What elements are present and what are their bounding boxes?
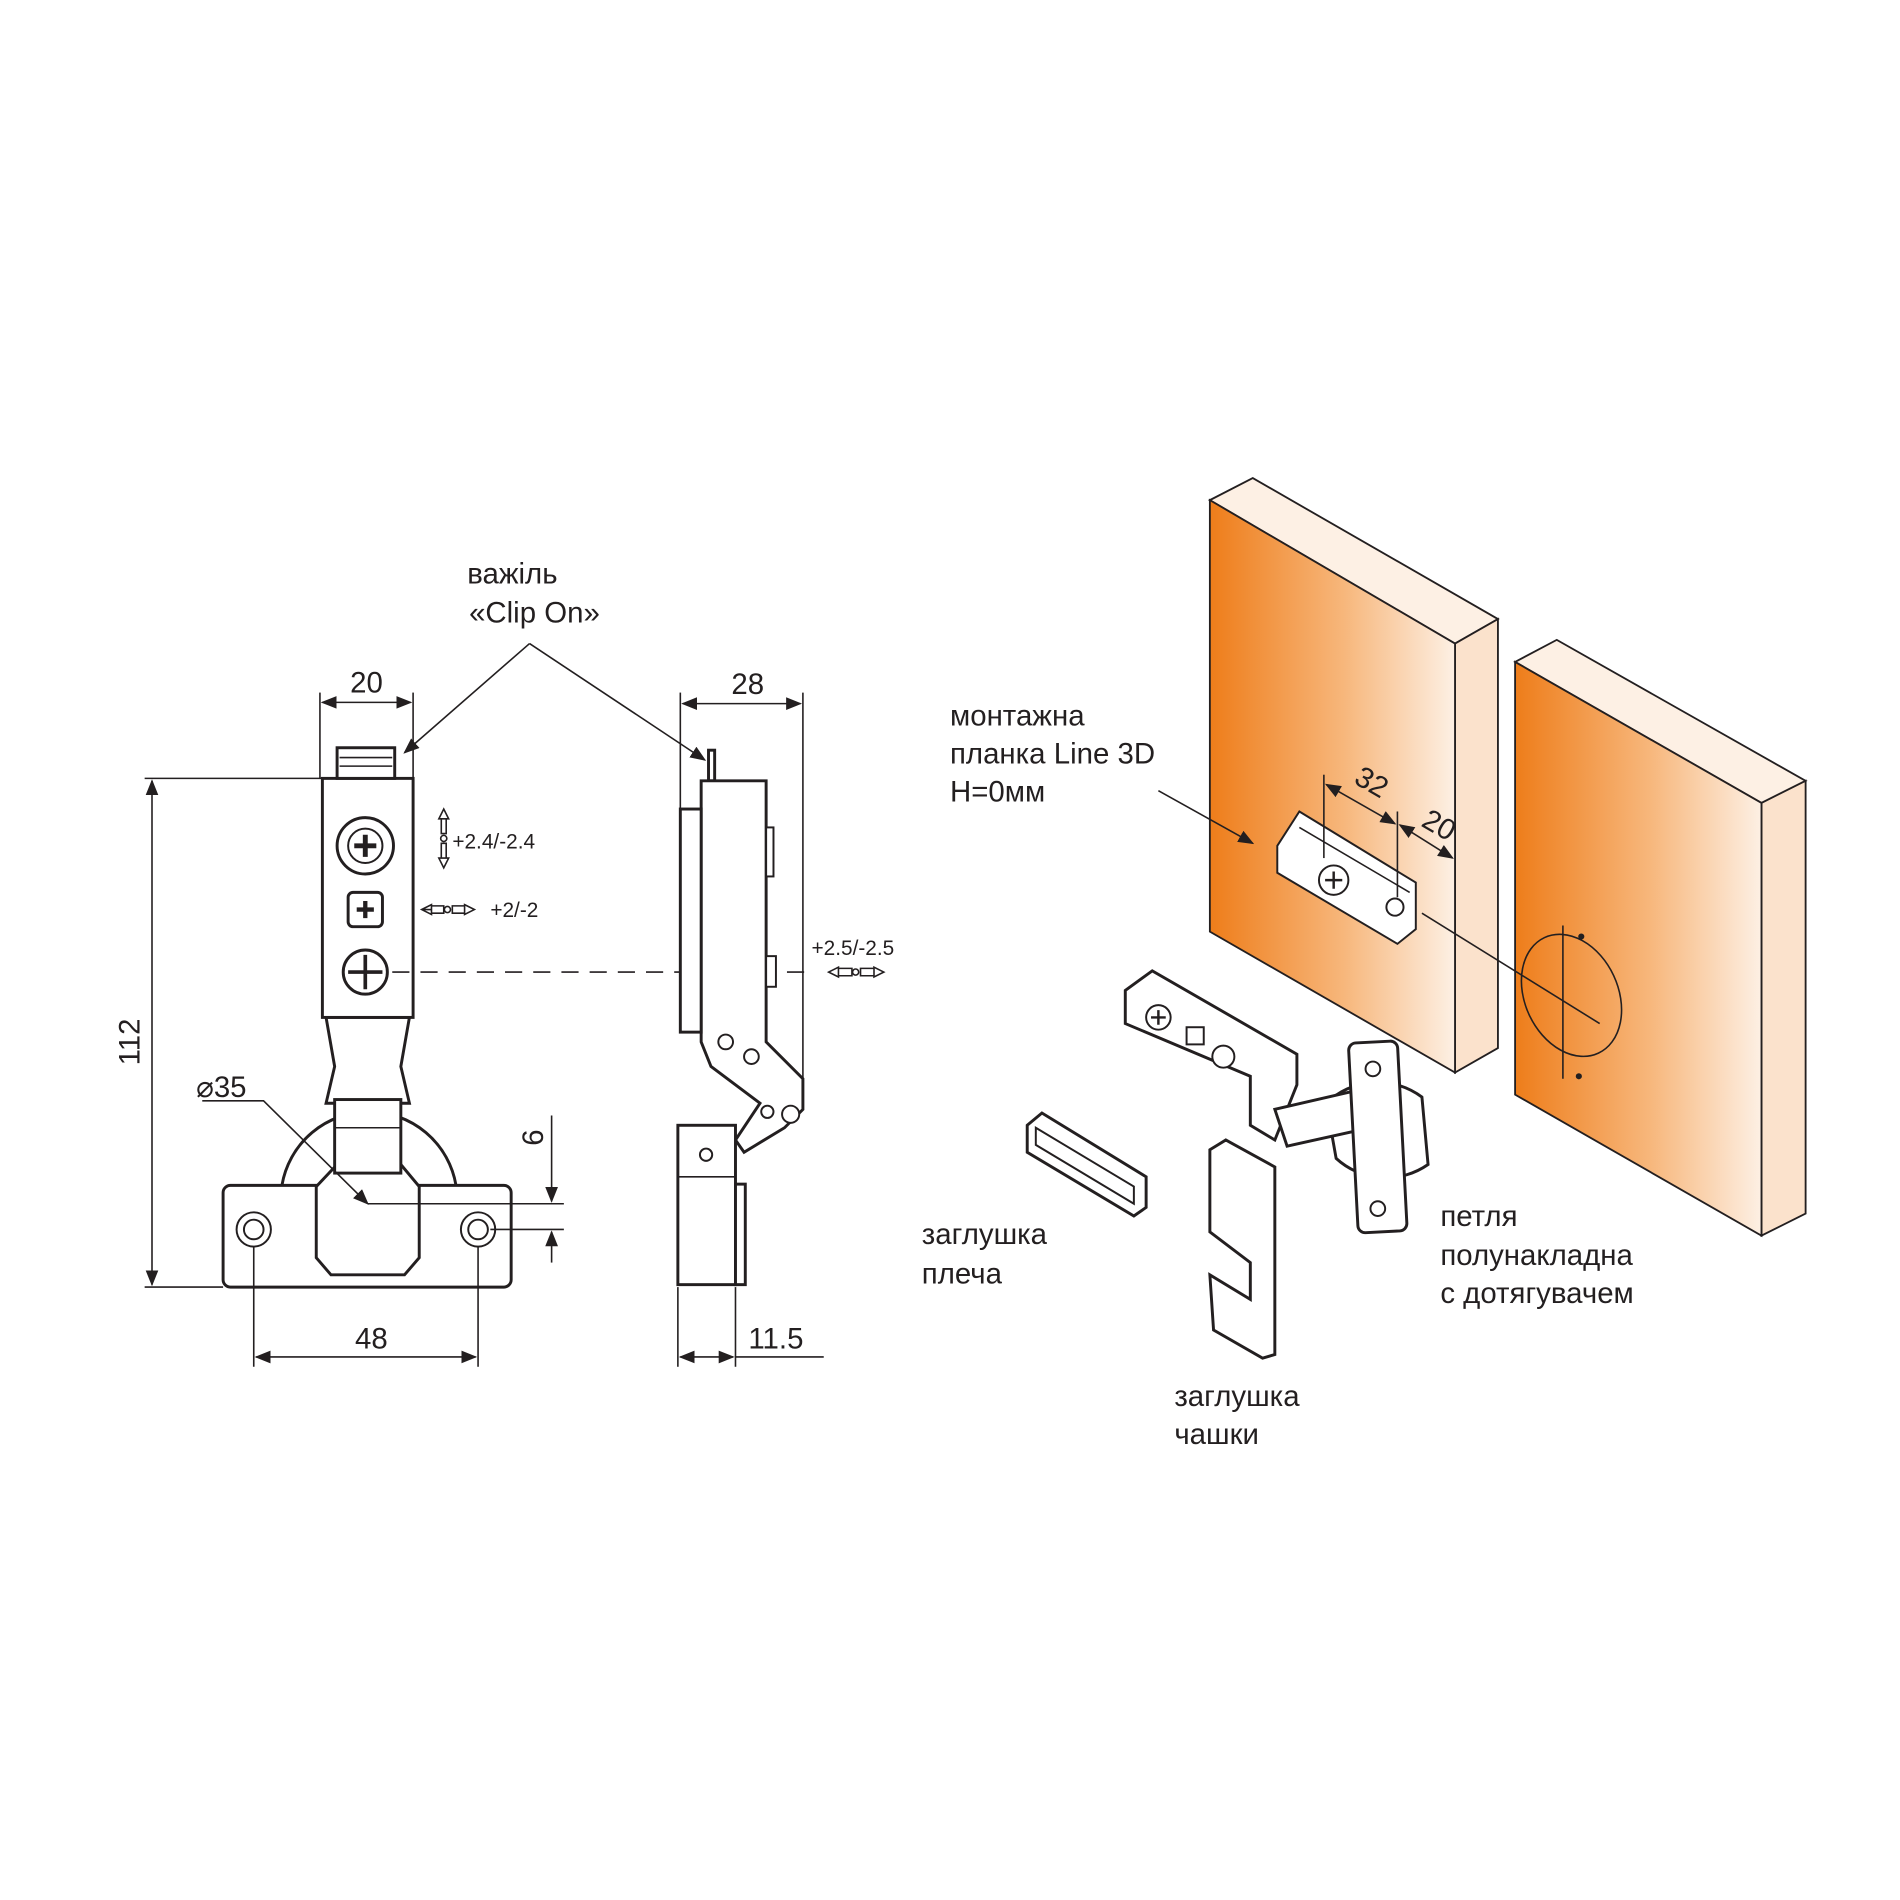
- dim-cup-depth-label: 11.5: [748, 1322, 803, 1355]
- cup-bore-hole: [1520, 933, 1623, 1058]
- dim-width-label: 20: [350, 667, 383, 700]
- vertical-adjust-arrow-icon: [437, 807, 450, 870]
- hinge-neck: [324, 1015, 412, 1105]
- hinge-3d: [1123, 969, 1430, 1235]
- side-view: 28 11.5 +2.5/-2.5: [676, 668, 894, 1367]
- assembly-view: 32 20 монтажна планка Line 3D H=0мм загл…: [922, 477, 1808, 1451]
- hinge-knuckle: [333, 1098, 403, 1175]
- hinge-label-line3: с дотягувачем: [1440, 1277, 1633, 1310]
- shoulder-cap-label-line2: плеча: [922, 1257, 1003, 1290]
- front-view: 20 112 48 ⌀35 6 важіль «Clip On» +2.4/-2…: [114, 557, 810, 1367]
- plate-label-line3: H=0мм: [950, 776, 1045, 809]
- cup-body: [314, 1163, 421, 1277]
- horizontal-adjust-arrow-icon: [419, 903, 477, 916]
- plate-label-line2: планка Line 3D: [950, 738, 1155, 771]
- depth-adjust-arrow-icon: [826, 965, 886, 979]
- cup-cap-label-line1: заглушка: [1174, 1380, 1300, 1413]
- shoulder-cap-label-line1: заглушка: [922, 1218, 1048, 1251]
- dim-height-label: 112: [114, 1018, 147, 1065]
- dim-hole-spacing-label: 48: [355, 1322, 388, 1355]
- dim-cup-diameter-label: ⌀35: [196, 1071, 246, 1104]
- adj-height-label: +2.4/-2.4: [452, 830, 535, 853]
- hinge-label-line1: петля: [1440, 1200, 1517, 1233]
- dim-depth-label: 28: [731, 668, 764, 701]
- clip-on-lever: [335, 746, 397, 780]
- mounting-plate: [1276, 810, 1417, 946]
- plate-label-line1: монтажна: [950, 700, 1085, 733]
- door-panel: [1421, 638, 1808, 1238]
- hinge-label-line2: полунакладна: [1440, 1239, 1633, 1272]
- cup-cap-label-line2: чашки: [1174, 1418, 1259, 1451]
- adj-depth-label: +2.5/-2.5: [811, 937, 894, 960]
- adj-side-label: +2/-2: [490, 899, 538, 922]
- cabinet-side-panel: [1207, 477, 1500, 1075]
- lever-label-line2: «Clip On»: [469, 597, 600, 630]
- lever-label-line1: важіль: [467, 557, 557, 590]
- dim-offset-label: 6: [517, 1129, 550, 1145]
- shoulder-cap: [1025, 1111, 1148, 1218]
- hinge-arm-side: [699, 779, 805, 1155]
- cup-cap: [1208, 1138, 1277, 1360]
- mounting-plate-side: [678, 807, 703, 1034]
